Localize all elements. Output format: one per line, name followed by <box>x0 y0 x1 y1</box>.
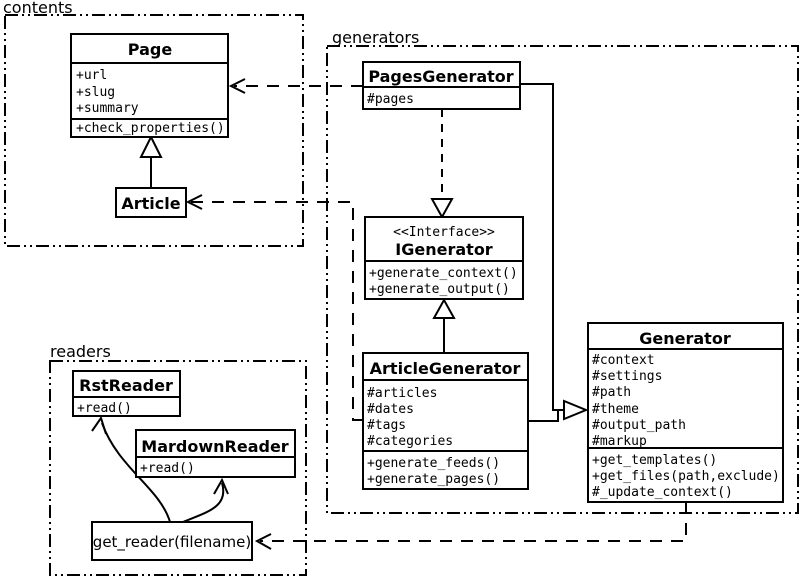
interface-stereotype: <<Interface>> <box>393 225 495 240</box>
class-attribute: #markup <box>592 434 647 449</box>
class-attribute: #tags <box>367 418 406 433</box>
edge-pagesgenerator-implements-igenerator <box>430 109 454 220</box>
class-name: Article <box>121 194 180 213</box>
hollow-triangle-icon <box>139 134 163 158</box>
edge-articlegenerator-uses-article <box>185 194 363 421</box>
class-box <box>135 429 296 478</box>
class-name: Page <box>128 40 173 59</box>
class-attribute: #pages <box>367 92 414 107</box>
class-article: Article <box>115 187 187 218</box>
class-rstreader: RstReader +read() <box>72 370 181 417</box>
class-method: +get_templates() <box>592 453 717 468</box>
class-name: PagesGenerator <box>368 67 513 86</box>
class-articlegenerator: ArticleGenerator #articles #dates #tags … <box>362 352 529 490</box>
open-arrowhead-icon <box>185 194 203 210</box>
class-attribute: #categories <box>367 434 453 449</box>
class-name: RstReader <box>79 376 173 395</box>
edge-getreader-to-mardownreader <box>182 477 229 523</box>
class-method: +generate_feeds() <box>367 456 500 471</box>
class-attribute: +slug <box>76 85 115 100</box>
class-method: +generate_output() <box>369 282 510 297</box>
class-box <box>364 216 524 300</box>
class-attribute: #theme <box>592 402 639 417</box>
node-getreader: get_reader(filename) <box>91 521 253 561</box>
class-method: +generate_context() <box>369 266 518 281</box>
class-method: +get_files(path,exclude) <box>592 469 780 484</box>
edge-line <box>191 201 363 421</box>
class-mardownreader: MardownReader +read() <box>135 429 296 478</box>
class-attribute: #context <box>592 353 655 368</box>
node-label: get_reader(filename) <box>93 533 251 552</box>
class-attribute: #output_path <box>592 418 686 433</box>
class-pagesgenerator: PagesGenerator #pages <box>362 61 521 110</box>
class-box <box>72 370 181 417</box>
edge-articlegenerator-extends-generator <box>528 399 589 422</box>
package-generators-label: generators <box>332 28 419 47</box>
class-attribute: +summary <box>76 101 139 116</box>
edge-article-extends-page <box>139 134 163 188</box>
class-name: IGenerator <box>395 240 493 259</box>
class-attribute: #settings <box>592 369 662 384</box>
package-generators: generators <box>326 28 799 514</box>
interface-igenerator: <<Interface>> IGenerator +generate_conte… <box>364 216 524 300</box>
package-generators-border <box>326 45 799 514</box>
class-method: +generate_pages() <box>367 472 500 487</box>
class-box <box>587 322 784 503</box>
class-name: ArticleGenerator <box>370 359 521 378</box>
edge-line <box>528 409 564 422</box>
class-generator: Generator #context #settings #path #them… <box>587 322 784 503</box>
edge-generator-uses-getreader <box>254 502 687 550</box>
class-method: +check_properties() <box>76 121 225 136</box>
class-attribute: +url <box>76 68 107 83</box>
package-readers-label: readers <box>50 342 111 361</box>
package-contents-border <box>4 14 304 247</box>
edge-articlegenerator-implements-igenerator <box>432 297 456 353</box>
class-attribute: #articles <box>367 386 437 401</box>
class-box <box>362 352 529 490</box>
class-page: Page +url +slug +summary +check_properti… <box>70 33 229 138</box>
node-box <box>91 521 253 561</box>
class-box <box>362 61 521 110</box>
package-readers-border <box>49 360 307 576</box>
class-box <box>115 187 187 218</box>
class-method: +read() <box>77 401 132 416</box>
open-arrowhead-icon <box>228 78 246 94</box>
package-contents-label: contents <box>3 0 73 17</box>
hollow-triangle-icon <box>430 198 454 220</box>
edge-curve <box>182 482 225 523</box>
hollow-triangle-icon <box>432 297 456 319</box>
class-attribute: #dates <box>367 402 414 417</box>
open-arrowhead-icon <box>91 415 107 435</box>
hollow-triangle-icon <box>563 399 589 421</box>
class-method: +read() <box>140 461 195 476</box>
edge-pagesgenerator-uses-page <box>228 78 363 94</box>
open-arrowhead-icon <box>254 533 272 550</box>
class-name: Generator <box>639 329 731 348</box>
package-readers: readers <box>49 342 307 576</box>
class-attribute: #path <box>592 385 631 400</box>
class-method: #_update_context() <box>592 485 733 500</box>
edge-line <box>260 502 687 542</box>
open-arrowhead-icon <box>213 477 229 495</box>
package-contents: contents <box>3 0 304 247</box>
class-name: MardownReader <box>141 437 289 456</box>
